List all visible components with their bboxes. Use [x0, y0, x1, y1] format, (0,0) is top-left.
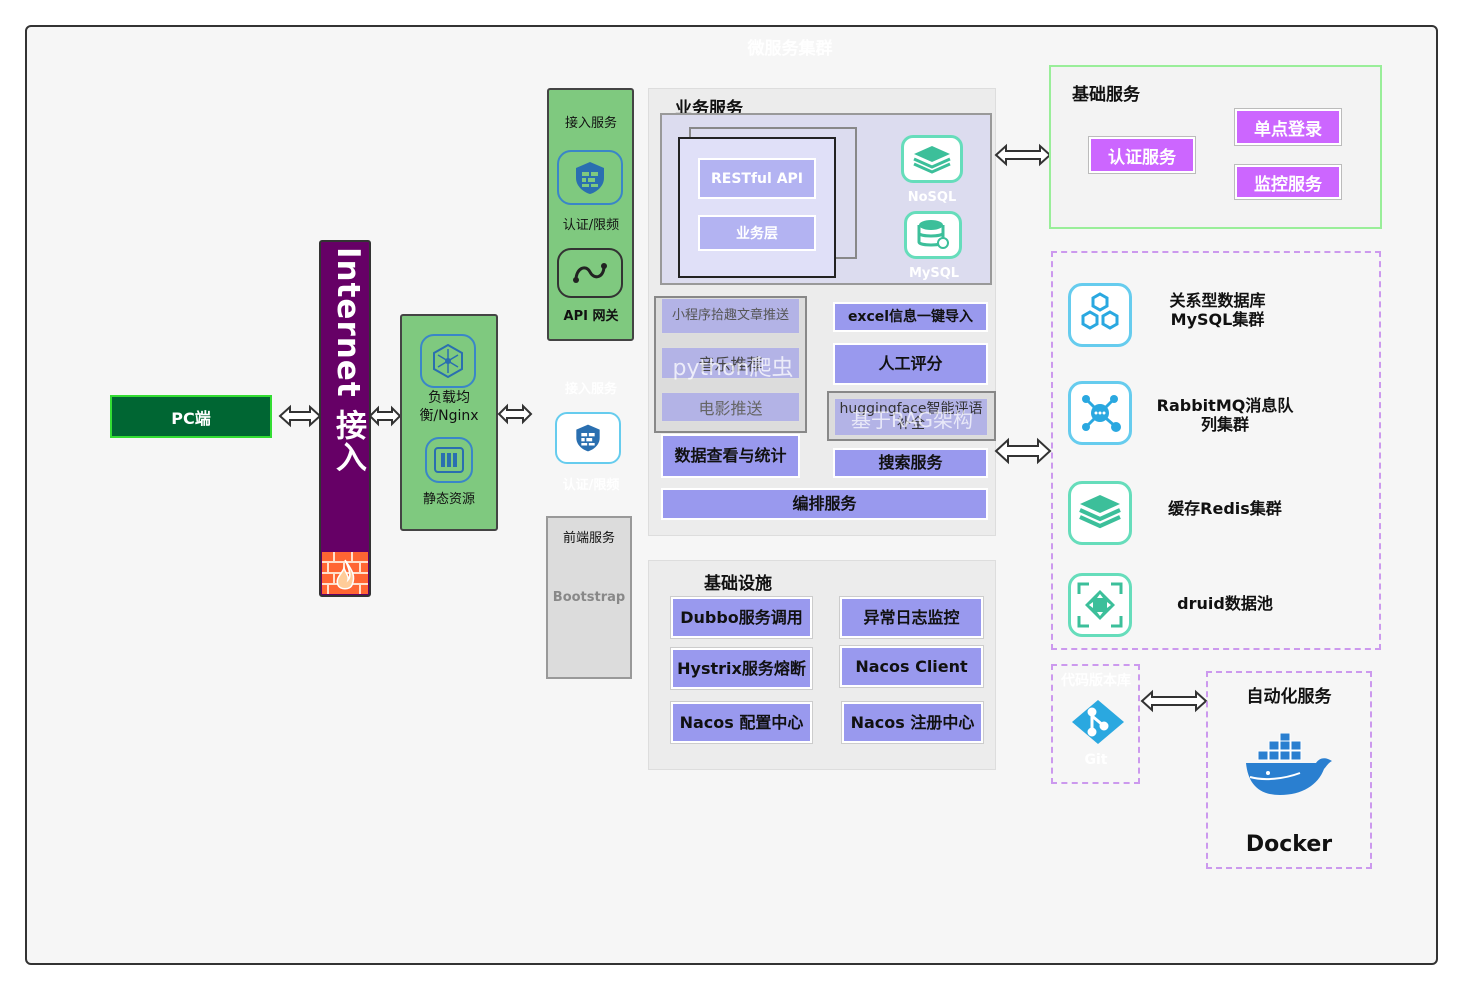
double-arrow-icon [994, 143, 1052, 167]
automation-title: 自动化服务 [1246, 687, 1332, 707]
ghost-auth-label: 认证/限频 [562, 478, 620, 493]
frame-icon [1068, 573, 1132, 637]
pc-node[interactable]: PC端 [110, 395, 272, 438]
restful-api-box[interactable]: RESTful API [698, 158, 816, 199]
nosql-label: NoSQL [907, 190, 957, 205]
music-recommend-box[interactable]: 音乐推荐 [661, 347, 800, 379]
frontend-service-group [546, 516, 632, 679]
log-monitor-box[interactable]: 异常日志监控 [840, 597, 983, 638]
git-label: Git [1084, 752, 1108, 768]
infrastructure-title: 基础设施 [704, 574, 772, 594]
mysql-cluster-label: 关系型数据库MySQL集群 [1169, 291, 1266, 330]
docker-whale-icon [1244, 733, 1334, 799]
monitor-service-box[interactable]: 监控服务 [1235, 165, 1341, 199]
nacos-client-box[interactable]: Nacos Client [840, 646, 983, 687]
data-stats-box[interactable]: 数据查看与统计 [661, 434, 800, 478]
firewall-icon [322, 552, 368, 594]
internet-label: Internet 接入 [330, 246, 366, 474]
stack-layers-icon [1068, 481, 1132, 545]
miniprogram-push-box[interactable]: 小程序拾趣文章推送 [661, 298, 800, 334]
automation-group [1206, 671, 1372, 869]
double-arrow-icon [497, 403, 533, 425]
vcs-group [1051, 664, 1140, 784]
sso-box[interactable]: 单点登录 [1235, 109, 1341, 145]
internet-gateway [319, 240, 371, 597]
shield-icon [555, 412, 621, 464]
mysql-label: MySQL [908, 266, 960, 281]
git-icon [1072, 700, 1124, 744]
hf-completion-box[interactable]: huggingface智能评语补全 [834, 398, 988, 436]
druid-pool-label: druid数据池 [1177, 594, 1273, 613]
manual-score-box[interactable]: 人工评分 [833, 343, 988, 385]
dubbo-box[interactable]: Dubbo服务调用 [671, 597, 812, 638]
python-crawler-overlay: python爬虫 [672, 356, 794, 381]
frontend-tech: Bootstrap [552, 590, 626, 605]
nacos-config-box[interactable]: Nacos 配置中心 [671, 702, 812, 743]
redis-cluster-label: 缓存Redis集群 [1168, 499, 1282, 518]
data-cluster-group [1051, 251, 1381, 650]
api-gateway-icon [557, 248, 623, 298]
access-service-group [547, 88, 634, 341]
access-service-title: 接入服务 [564, 116, 617, 131]
nacos-registry-box[interactable]: Nacos 注册中心 [842, 702, 983, 743]
double-arrow-icon [1140, 689, 1208, 713]
ghost-access-title: 接入服务 [564, 382, 617, 397]
double-arrow-icon [368, 405, 402, 427]
vcs-title: 代码版本库 [1061, 673, 1131, 689]
auth-service-box[interactable]: 认证服务 [1089, 137, 1195, 173]
rabbitmq-cluster-label: RabbitMQ消息队列集群 [1156, 396, 1294, 435]
double-arrow-icon [994, 437, 1052, 465]
hystrix-box[interactable]: Hystrix服务熔断 [671, 648, 812, 689]
static-resource-icon [425, 437, 473, 483]
auth-rate-limit-label: 认证/限频 [562, 218, 620, 233]
double-arrow-icon [278, 404, 322, 428]
load-balancer-icon [420, 334, 476, 388]
frontend-title: 前端服务 [562, 531, 615, 546]
hexagons-icon [1068, 283, 1132, 347]
base-service-title: 基础服务 [1072, 85, 1140, 105]
shield-icon [557, 150, 623, 205]
movie-push-box[interactable]: 电影推送 [661, 392, 800, 422]
load-balancer-label: 负载均衡/Nginx [419, 390, 479, 425]
mysql-icon [904, 211, 962, 259]
docker-label: Docker [1245, 832, 1333, 857]
excel-import-box[interactable]: excel信息一键导入 [833, 302, 988, 332]
search-service-box[interactable]: 搜索服务 [833, 448, 988, 478]
cluster-title: 微服务集群 [747, 39, 833, 59]
nosql-icon [901, 135, 963, 183]
business-layer-box[interactable]: 业务层 [698, 215, 816, 251]
orchestration-box[interactable]: 编排服务 [661, 488, 988, 520]
static-resource-label: 静态资源 [422, 492, 475, 507]
api-gateway-label: API 网关 [563, 309, 619, 324]
rag-overlay: 基于RAG架构 [851, 408, 973, 432]
network-hub-icon [1068, 381, 1132, 445]
